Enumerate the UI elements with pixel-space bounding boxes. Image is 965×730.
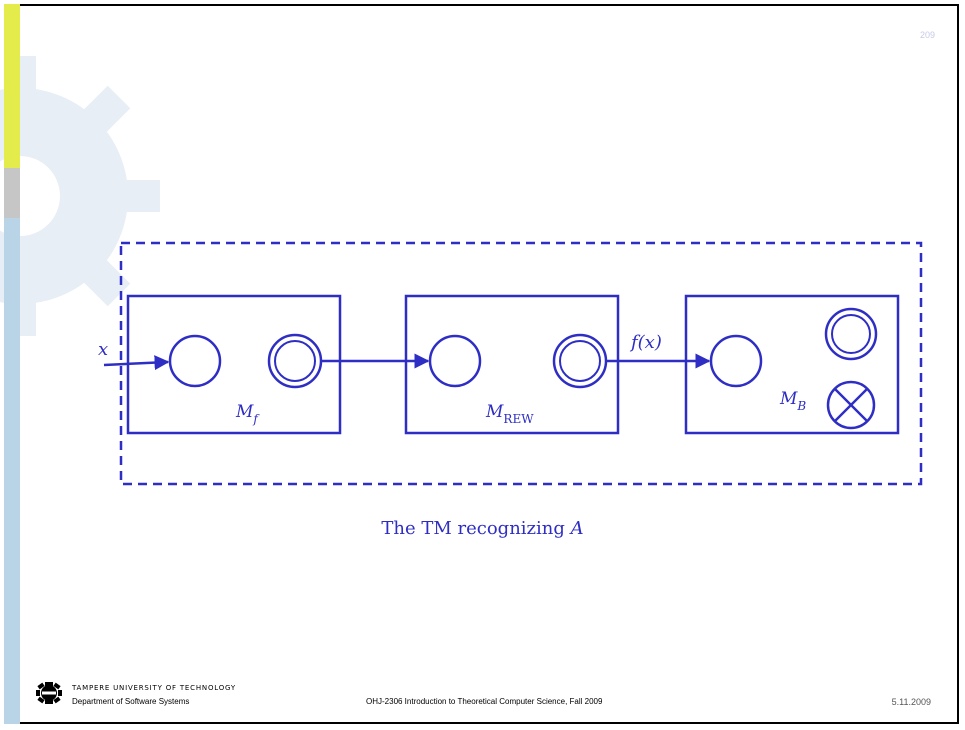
university-name: TAMPERE UNIVERSITY OF TECHNOLOGY — [72, 684, 236, 692]
start-state — [430, 336, 480, 386]
machine-mf: Mf — [128, 296, 340, 433]
input-label: x — [98, 339, 108, 360]
output-label: f(x) — [629, 332, 662, 353]
machine-mb: MB — [686, 296, 898, 433]
start-state — [711, 336, 761, 386]
university-logo-icon — [36, 682, 62, 704]
course-title: OHJ-2306 Introduction to Theoretical Com… — [366, 697, 602, 706]
accept-state — [554, 335, 606, 387]
accept-state — [269, 335, 321, 387]
machine-mrew-label: MREW — [485, 402, 534, 426]
machine-mrew: MREW — [406, 296, 618, 433]
composite-machine-outline — [121, 243, 921, 484]
slide-date: 5.11.2009 — [892, 697, 931, 707]
machine-mb-label: MB — [779, 389, 806, 413]
department-name: Department of Software Systems — [72, 697, 189, 706]
reject-state — [828, 382, 874, 428]
input-arrow — [104, 362, 168, 365]
accept-state — [826, 309, 876, 359]
start-state — [170, 336, 220, 386]
diagram-caption: The TM recognizing A — [0, 518, 965, 539]
machine-mf-label: Mf — [235, 402, 260, 426]
